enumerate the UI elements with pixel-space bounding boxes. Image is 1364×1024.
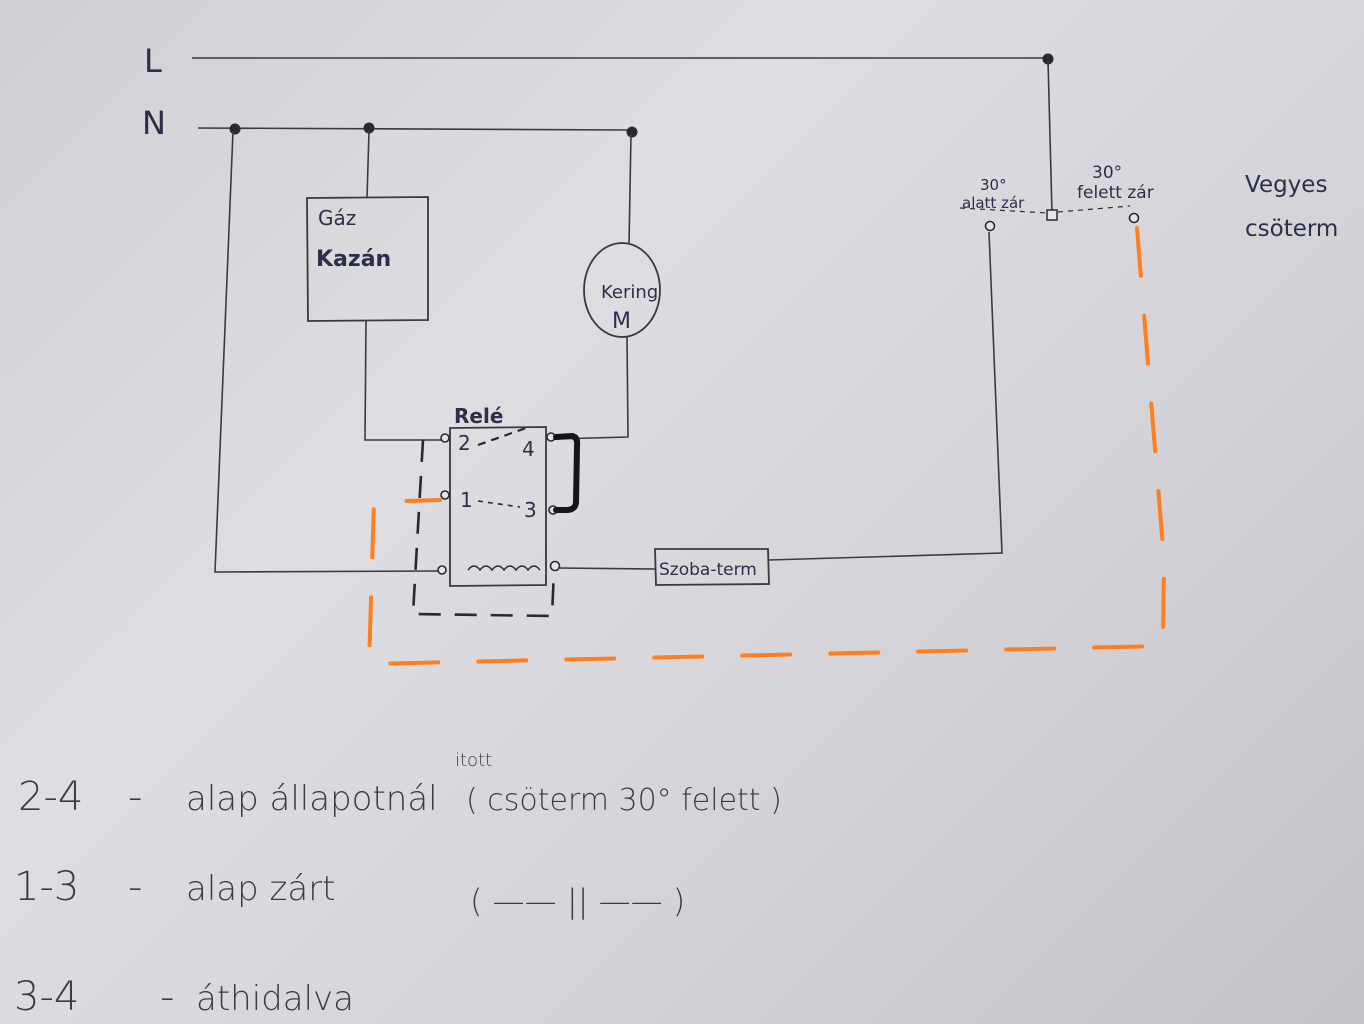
note-2-prefix: 1-3	[14, 864, 79, 910]
boiler-to-relay-wire	[364, 320, 444, 441]
note-2-dash: -	[128, 864, 142, 910]
relay-coil-terminal-right	[549, 560, 561, 572]
live-rail-label: L	[144, 42, 162, 80]
circulation-pump-circle	[583, 242, 661, 338]
relay-dashed-connection-black	[411, 439, 556, 618]
pipe-thermostat-below-degree: 30°	[980, 176, 1007, 194]
pipe-thermostat-below-lever	[959, 207, 1049, 214]
relay-terminal-2	[440, 433, 450, 443]
note-1-text: alap állapotnál	[186, 779, 438, 819]
note-3-prefix: 3-4	[14, 974, 79, 1020]
neutral-junction-left	[229, 123, 241, 135]
pipe-thermostat-common	[1046, 209, 1058, 221]
pump-label-line1: Kering	[601, 282, 658, 303]
note-1-superscript: itott	[455, 750, 492, 771]
room-thermostat-to-pipe-thermostat-wire	[768, 231, 1003, 561]
pipe-thermostat-above-degree: 30°	[1092, 163, 1122, 183]
pipe-thermostat-below-text: alatt zár	[962, 194, 1025, 212]
pump-label-line2: M	[612, 309, 631, 334]
pipe-thermostat-label-line2: csöterm	[1245, 216, 1338, 242]
neutral-rail-label: N	[142, 104, 166, 142]
neutral-to-relay-coil-wire	[214, 130, 441, 573]
neutral-rail-wire	[197, 127, 633, 131]
relay-contact-1-label: 1	[460, 488, 473, 512]
boiler-label-line1: Gáz	[318, 206, 356, 230]
relay-contact-3-label: 3	[524, 498, 537, 522]
live-rail-junction	[1042, 53, 1054, 65]
note-3-dash: -	[160, 974, 174, 1020]
neutral-to-boiler-wire	[366, 130, 370, 199]
relay-contact-1-3-link	[477, 500, 521, 508]
gas-boiler-box	[306, 196, 429, 322]
note-1-paren: ( csöterm 30° felett )	[466, 783, 782, 818]
live-to-pipe-thermostat-wire	[1047, 59, 1053, 214]
bridge-3-4	[553, 432, 581, 513]
pipe-thermostat-contact-above	[1128, 212, 1140, 224]
note-2-paren: ( —— || —— )	[470, 882, 685, 920]
note-1-dash: -	[128, 774, 142, 820]
pipe-thermostat-contact-below	[984, 220, 996, 232]
relay-coil-terminal-left	[437, 565, 447, 575]
pipe-thermostat-above-lever	[1057, 205, 1131, 213]
room-thermostat-label: Szoba-term	[659, 560, 757, 580]
note-1-prefix: 2-4	[18, 774, 83, 820]
room-thermostat-box	[654, 548, 770, 586]
pipe-thermostat-label-line1: Vegyes	[1245, 172, 1327, 198]
relay-contact-4-label: 4	[522, 437, 535, 461]
neutral-to-pump-wire	[628, 133, 632, 245]
relay-contact-2-label: 2	[458, 431, 471, 455]
relay-to-room-thermostat-wire	[557, 567, 656, 570]
relay-contact-2-4-link	[477, 426, 527, 447]
neutral-junction-pump	[626, 126, 638, 138]
proposed-connection-orange-dashed	[366, 226, 1167, 667]
boiler-label-line2: Kazán	[316, 247, 391, 272]
relay-title: Relé	[454, 404, 503, 428]
note-2-text: alap zárt	[186, 869, 336, 909]
note-3-text: áthidalva	[196, 979, 354, 1019]
relay-terminal-1	[440, 490, 450, 500]
pipe-thermostat-above-text: felett zár	[1077, 183, 1154, 203]
pump-to-relay-wire	[552, 336, 629, 440]
neutral-junction-boiler	[363, 122, 375, 134]
relay-coil-symbol	[467, 565, 541, 572]
relay-box	[449, 426, 547, 587]
